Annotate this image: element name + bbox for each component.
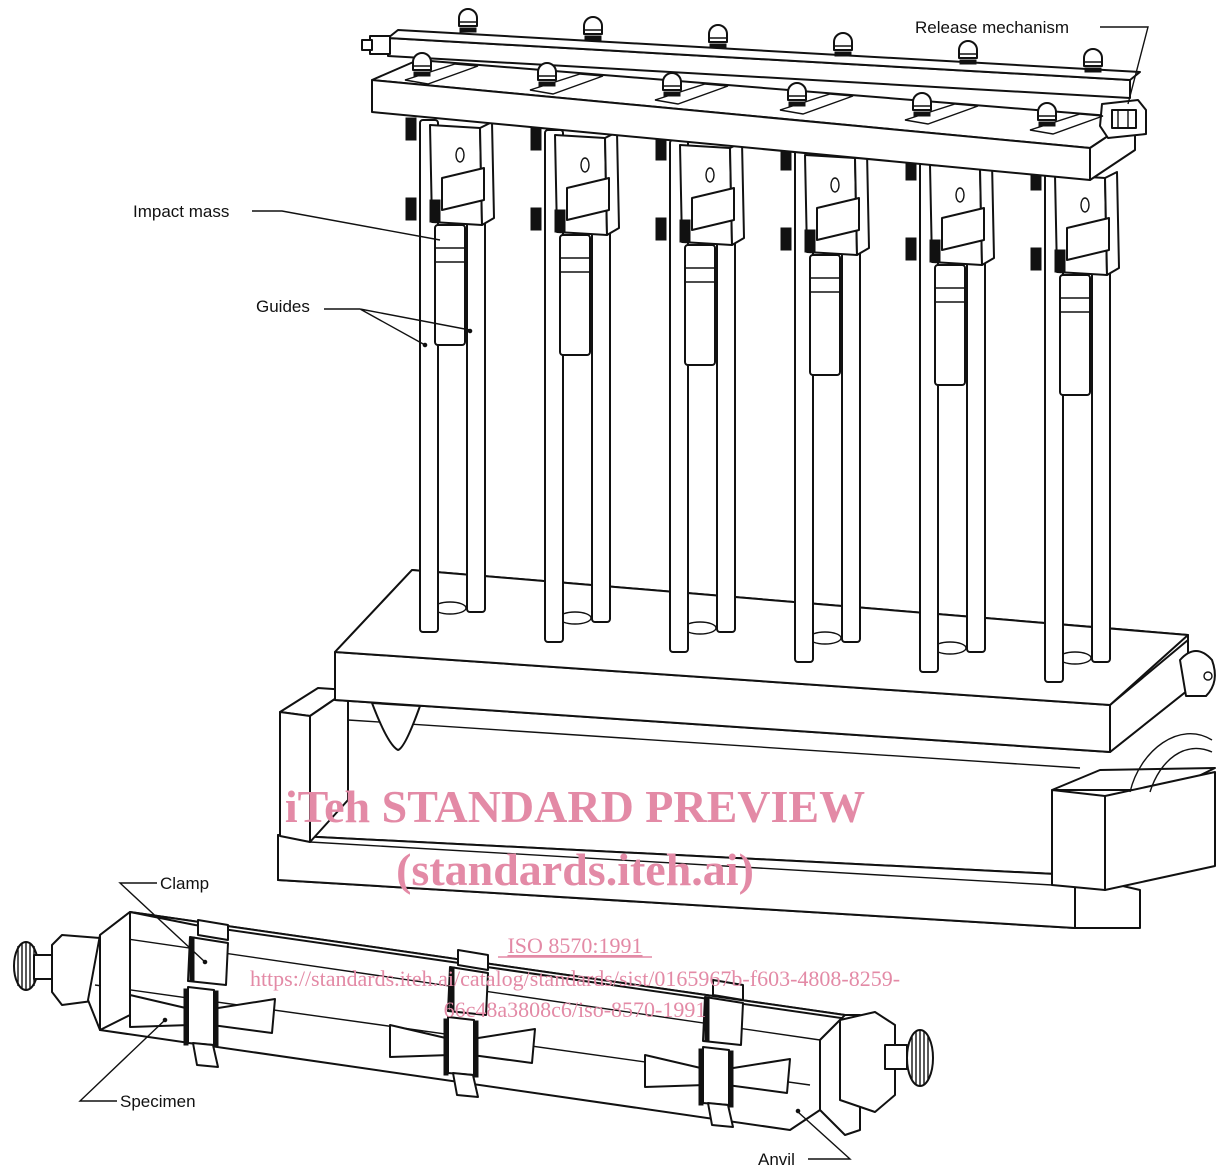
clip [530, 207, 542, 231]
specimens [129, 919, 791, 1128]
clip [554, 209, 566, 233]
clip [655, 217, 667, 241]
watermark: iTeh STANDARD PREVIEW (standards.iteh.ai… [250, 781, 900, 1022]
label-clamp: Clamp [160, 874, 209, 893]
clamp [443, 949, 489, 1098]
clamp [698, 979, 744, 1128]
bracket-slot [1080, 197, 1090, 213]
label-specimen: Specimen [120, 1092, 196, 1111]
watermark-title: iTeh STANDARD PREVIEW [285, 781, 865, 832]
pin-pad [779, 93, 854, 115]
watermark-code[interactable]: ISO 8570:1991 [507, 933, 642, 958]
release-pin [458, 8, 478, 33]
clip [679, 219, 691, 243]
label-release-mechanism: Release mechanism [915, 18, 1069, 37]
release-pin [583, 16, 603, 41]
impact-mass [934, 264, 966, 386]
clip [780, 227, 792, 251]
drop-station [655, 137, 745, 653]
pin-pad [404, 63, 479, 85]
watermark-url-line1[interactable]: https://standards.iteh.ai/catalog/standa… [250, 966, 900, 991]
top-frame [361, 29, 1147, 181]
release-pin [1083, 48, 1103, 73]
release-pin [958, 40, 978, 65]
guide-rod [419, 119, 439, 633]
impact-mass [809, 254, 841, 376]
release-handle [1099, 99, 1147, 139]
bracket-slot [705, 167, 715, 183]
drop-station [1030, 167, 1120, 683]
bracket-slot [830, 177, 840, 193]
pin-pad [529, 73, 604, 95]
clip [655, 137, 667, 161]
pin-pad [654, 83, 729, 105]
clip [429, 199, 441, 223]
clamp [183, 919, 229, 1068]
impact-mass [559, 234, 591, 356]
clip [929, 239, 941, 263]
impact-mass [684, 244, 716, 366]
drop-station [405, 117, 495, 633]
watermark-subtitle: (standards.iteh.ai) [396, 844, 754, 895]
callouts: Release mechanism Impact mass Guides Cla… [78, 18, 1149, 1169]
clip [1054, 249, 1066, 273]
pin-pad [904, 103, 979, 125]
drop-stations [405, 117, 1120, 683]
release-pin [662, 72, 682, 97]
drop-station [905, 157, 995, 673]
watermark-url-line2[interactable]: 66c48a3808c6/iso-8570-1991 [444, 997, 707, 1022]
pin-pad [1029, 113, 1104, 135]
label-anvil: Anvil [758, 1150, 795, 1167]
drop-station [780, 147, 870, 663]
release-pin [708, 24, 728, 49]
release-pins [404, 8, 1104, 135]
release-pin [833, 32, 853, 57]
hand-wheel-right [906, 1029, 934, 1087]
clip [405, 117, 417, 141]
impact-mass [434, 224, 466, 346]
label-impact-mass: Impact mass [133, 202, 229, 221]
bracket-slot [580, 157, 590, 173]
clip [905, 237, 917, 261]
clip [530, 127, 542, 151]
base-frame [277, 687, 1216, 929]
clip [1030, 247, 1042, 271]
bracket-slot [455, 147, 465, 163]
clip [405, 197, 417, 221]
label-guides: Guides [256, 297, 310, 316]
bracket-slot [955, 187, 965, 203]
drop-station [530, 127, 620, 643]
clip [804, 229, 816, 253]
impact-mass [1059, 274, 1091, 396]
